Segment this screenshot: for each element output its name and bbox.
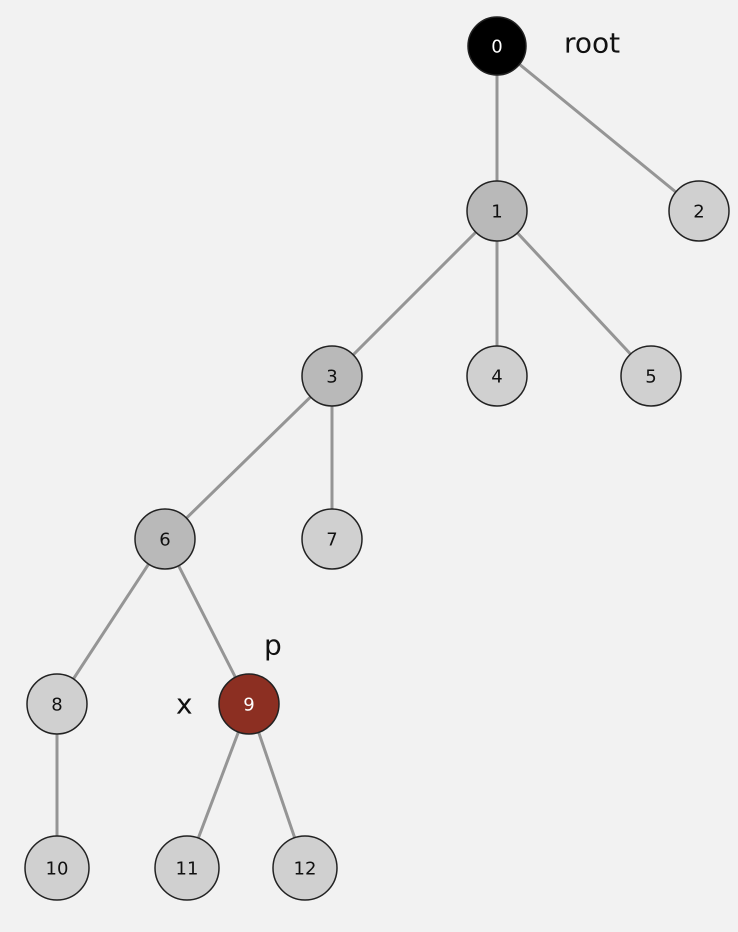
node-circle-10: [24, 835, 90, 901]
node-label-9: 9: [243, 695, 254, 716]
node-circle-7: [301, 508, 363, 570]
node-circle-8: [26, 673, 88, 735]
node-8: 8: [26, 673, 88, 735]
node-circle-11: [154, 835, 220, 901]
node-label-10: 10: [46, 859, 69, 880]
node-circle-5: [620, 345, 682, 407]
node-1: 1: [466, 180, 528, 242]
node-circle-0: [467, 16, 527, 76]
node-5: 5: [620, 345, 682, 407]
x-annotation: x: [176, 688, 193, 721]
node-7: 7: [301, 508, 363, 570]
node-0: 0: [467, 16, 527, 76]
edge-1-3: [330, 209, 499, 378]
tree-edges: [55, 44, 700, 869]
node-11: 11: [154, 835, 220, 901]
node-2: 2: [668, 180, 730, 242]
node-circle-6: [134, 508, 196, 570]
node-10: 10: [24, 835, 90, 901]
node-label-1: 1: [491, 202, 502, 223]
node-circle-9: [218, 673, 280, 735]
node-label-0: 0: [491, 37, 502, 58]
node-label-7: 7: [326, 530, 337, 551]
edge-0-2: [496, 44, 700, 213]
node-circle-12: [272, 835, 338, 901]
edge-1-5: [495, 209, 653, 378]
node-6: 6: [134, 508, 196, 570]
node-4: 4: [466, 345, 528, 407]
node-12: 12: [272, 835, 338, 901]
node-3: 3: [301, 345, 363, 407]
node-label-3: 3: [326, 367, 337, 388]
p-annotation: p: [264, 629, 282, 662]
node-label-2: 2: [693, 202, 704, 223]
node-label-8: 8: [51, 695, 62, 716]
root-annotation: root: [564, 27, 620, 60]
node-circle-4: [466, 345, 528, 407]
node-circle-1: [466, 180, 528, 242]
edge-6-9: [163, 538, 251, 705]
node-label-12: 12: [294, 859, 317, 880]
edge-6-8: [55, 538, 167, 705]
node-9: 9: [218, 673, 280, 735]
node-label-11: 11: [176, 859, 199, 880]
node-circle-3: [301, 345, 363, 407]
node-label-6: 6: [159, 530, 170, 551]
node-label-5: 5: [645, 367, 656, 388]
node-circle-2: [668, 180, 730, 242]
node-label-4: 4: [491, 367, 502, 388]
edge-3-6: [163, 374, 334, 541]
